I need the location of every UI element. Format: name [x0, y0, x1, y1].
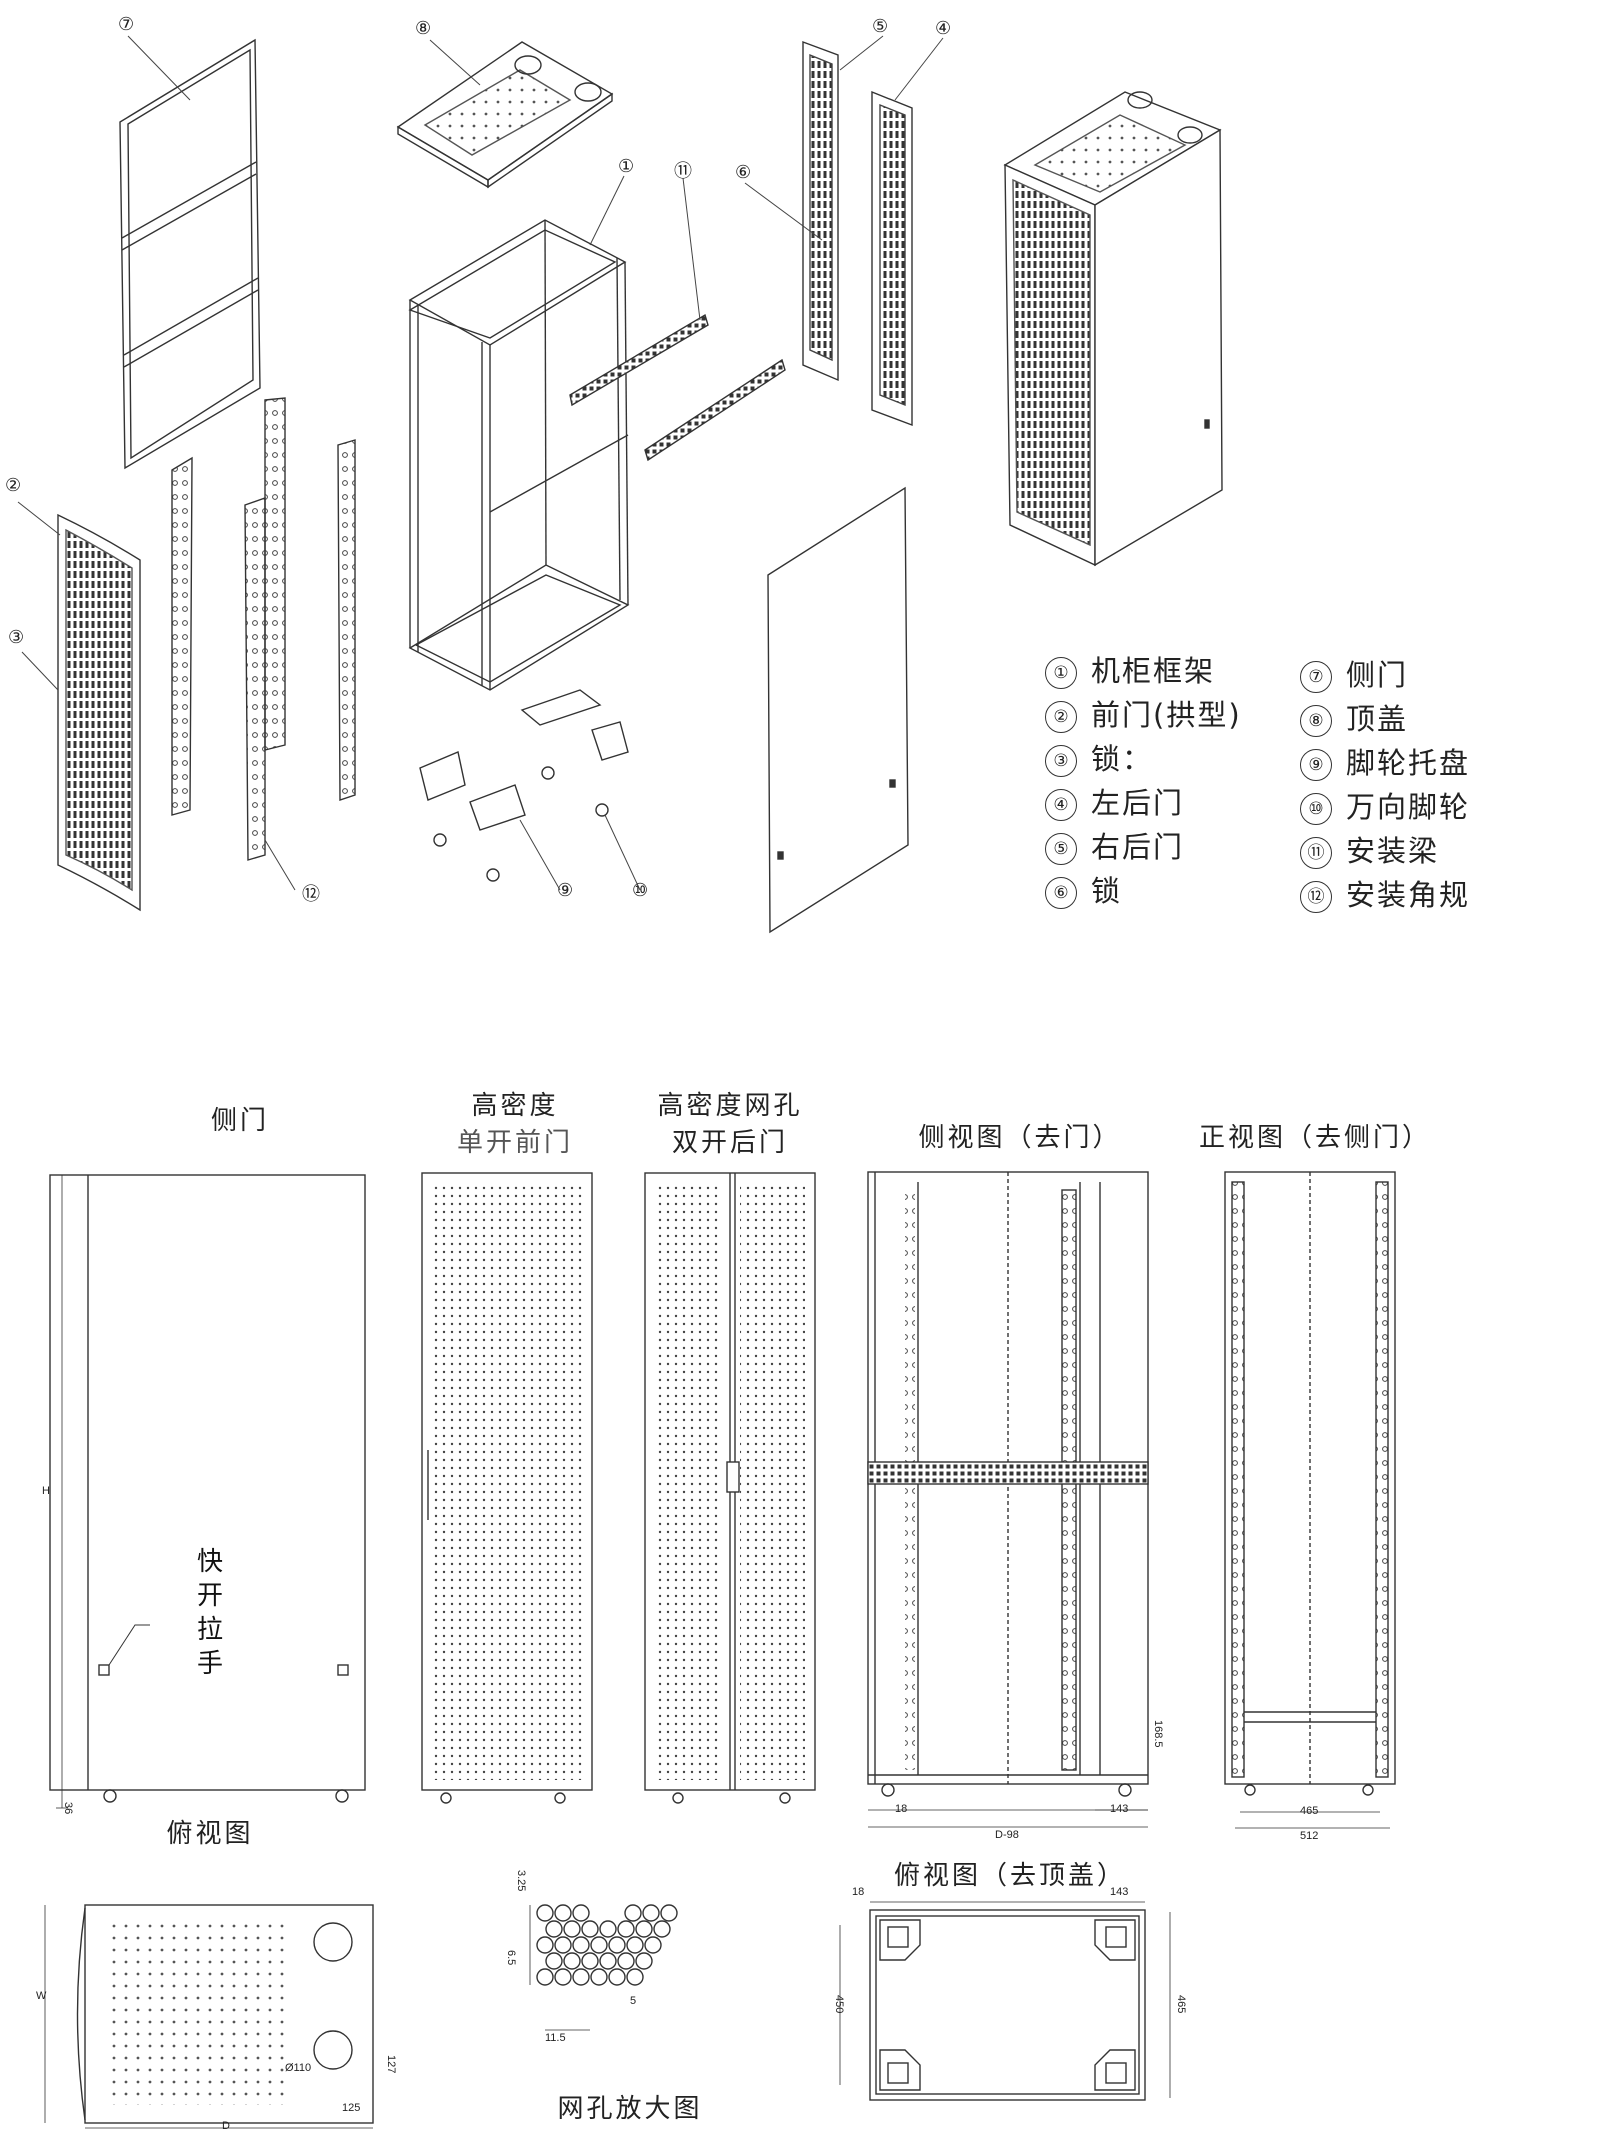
dim-36: 36: [62, 1802, 74, 1815]
dim-450: 450: [833, 1995, 845, 2014]
title-side-door: 侧门: [210, 1106, 269, 1136]
dim-h: H: [42, 1485, 50, 1497]
dim-512: 512: [1300, 1830, 1319, 1842]
dim-top-143: 143: [1110, 1886, 1129, 1898]
dim-18: 18: [895, 1803, 908, 1815]
top-view-no-cover: [839, 1901, 1171, 2101]
dim-w: W: [36, 1990, 47, 2002]
part-cabinet-frame: [408, 219, 630, 691]
callout-11: ⑪: [674, 161, 692, 182]
dim-top-18: 18: [852, 1886, 865, 1898]
part-left-rear-door: [871, 90, 913, 427]
dim-d98: D-98: [995, 1829, 1019, 1841]
title-front-door-1: 高密度: [471, 1091, 559, 1121]
callout-4: ④: [935, 18, 952, 39]
double-rear-door-elevation: [644, 1172, 816, 1804]
title-rear-door-1: 高密度网孔: [657, 1091, 803, 1121]
handle-label: 快开拉手: [196, 1547, 223, 1679]
title-front-door-2: 单开前门: [456, 1128, 573, 1158]
part-top-cover: [396, 41, 614, 189]
assembled-cabinet: [1003, 91, 1223, 567]
callout-1: ①: [618, 156, 635, 177]
dim-143: 143: [1110, 1803, 1129, 1815]
dim-125: 125: [342, 2102, 361, 2114]
callout-10: ⑩: [632, 880, 649, 901]
callout-3: ③: [8, 627, 25, 648]
part-mounting-angles: [171, 397, 356, 861]
part-right-rear-door: [802, 40, 839, 382]
dim-dia110: Ø110: [285, 2062, 312, 2074]
part-caster-trays: [419, 689, 629, 882]
dim-65: 6.5: [505, 1950, 517, 1966]
dim-5: 5: [630, 1995, 637, 2007]
dim-465-front: 465: [1300, 1805, 1319, 1817]
part-mounting-beams: [569, 313, 786, 462]
single-front-door-elevation: [421, 1172, 593, 1804]
dim-325: 3.25: [515, 1870, 527, 1892]
side-view-no-door: [867, 1171, 1149, 1828]
title-side-view: 侧视图（去门）: [918, 1123, 1122, 1153]
side-door-elevation: [49, 1174, 366, 1809]
callout-12: ⑫: [302, 884, 320, 905]
title-rear-door-2: 双开后门: [671, 1128, 788, 1158]
mesh-detail: [529, 1904, 678, 2031]
dim-top-465: 465: [1175, 1995, 1187, 2014]
dim-115: 11.5: [545, 2032, 566, 2044]
title-top-view-no-cover: 俯视图（去顶盖）: [893, 1861, 1126, 1891]
title-top-view: 俯视图: [166, 1819, 254, 1849]
callout-2: ②: [5, 475, 22, 496]
front-view-no-side-door: [1224, 1171, 1396, 1829]
dim-d: D: [222, 2120, 230, 2132]
part-side-door-frame: [119, 38, 261, 470]
part-side-panel: [767, 486, 909, 934]
title-mesh-detail: 网孔放大图: [557, 2094, 703, 2124]
callout-6: ⑥: [735, 162, 752, 183]
callout-7: ⑦: [118, 14, 135, 35]
dim-127: 127: [385, 2055, 397, 2074]
dim-168: 168.5: [1152, 1720, 1164, 1748]
callout-8: ⑧: [415, 18, 432, 39]
callout-9: ⑨: [557, 880, 574, 901]
title-front-view: 正视图（去侧门）: [1198, 1123, 1431, 1153]
callout-5: ⑤: [872, 16, 889, 37]
top-view: [44, 1904, 374, 2129]
part-front-door: [57, 513, 141, 912]
